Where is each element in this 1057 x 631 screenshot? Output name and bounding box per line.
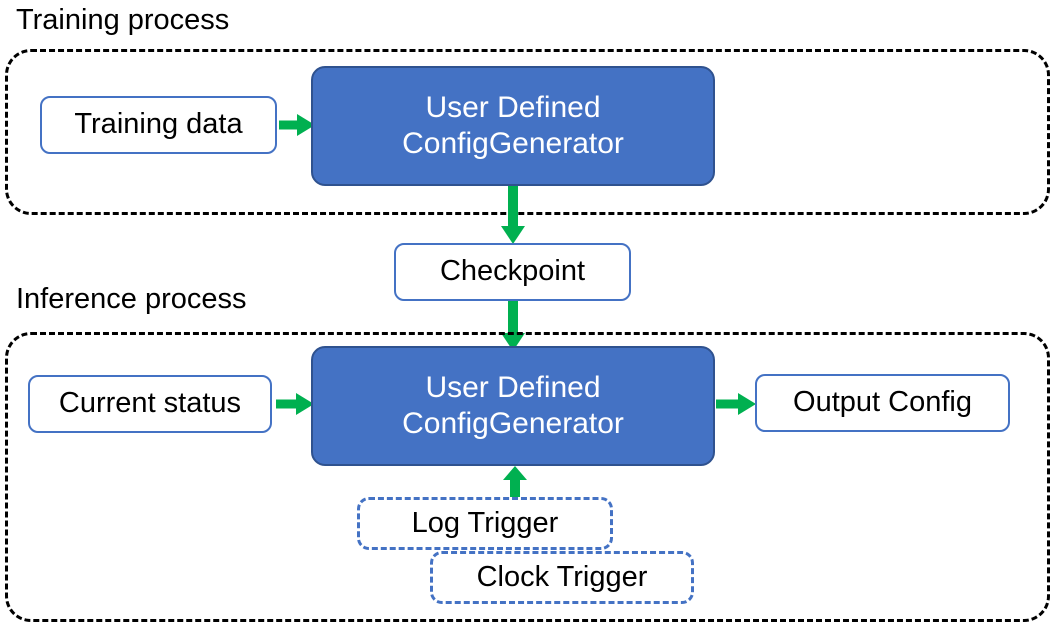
current-status-label: Current status [58,387,242,420]
checkpoint-label: Checkpoint [439,255,586,288]
inference-config-generator-node[interactable]: User Defined ConfigGenerator [311,346,715,466]
inference-config-generator-line2: ConfigGenerator [402,407,624,440]
output-config-node[interactable]: Output Config [755,374,1010,432]
log-trigger-node[interactable]: Log Trigger [357,497,613,550]
inference-config-generator-line1: User Defined [425,371,601,404]
training-process-group [5,49,1050,215]
output-config-label: Output Config [793,386,972,419]
checkpoint-node[interactable]: Checkpoint [394,243,631,301]
current-status-node[interactable]: Current status [28,375,272,433]
clock-trigger-label: Clock Trigger [476,560,648,593]
arrow-current-status-to-processor [276,393,314,415]
clock-trigger-node[interactable]: Clock Trigger [430,551,694,604]
training-config-generator-node[interactable]: User Defined ConfigGenerator [311,66,715,186]
arrow-training-data-to-processor [279,114,315,136]
arrow-processor-to-output-config [716,393,756,415]
arrow-checkpoint-to-inference-processor [501,301,525,351]
arrow-triggers-to-processor [503,466,527,500]
arrow-training-processor-to-checkpoint [501,186,525,244]
training-process-caption: Training process [16,4,230,36]
log-trigger-label: Log Trigger [411,506,559,539]
training-config-generator-line2: ConfigGenerator [402,127,624,160]
inference-process-caption: Inference process [16,283,247,315]
training-data-node[interactable]: Training data [40,96,277,154]
training-data-label: Training data [74,108,243,141]
training-config-generator-line1: User Defined [425,91,601,124]
inference-process-group [5,332,1050,622]
